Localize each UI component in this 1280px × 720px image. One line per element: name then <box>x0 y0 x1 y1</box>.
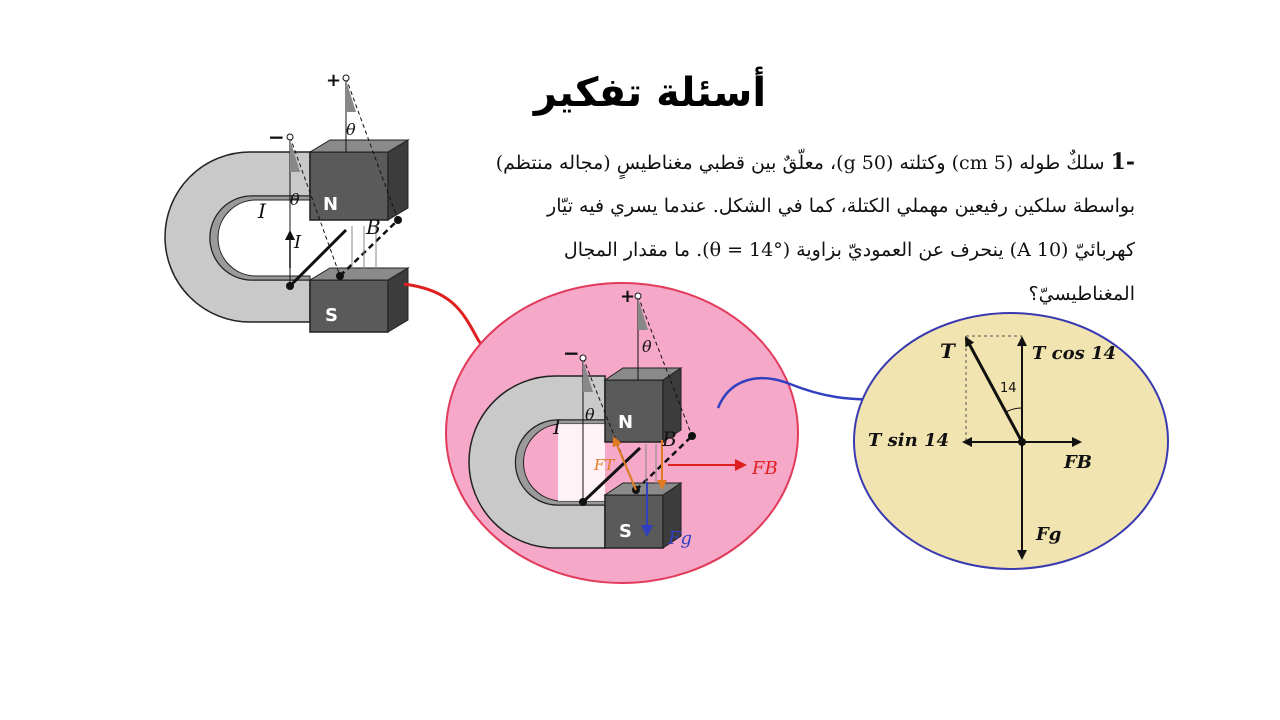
fg-text: Fg <box>1035 524 1061 545</box>
zoomed-north-pole-block <box>603 367 683 443</box>
tension-arrow <box>612 436 637 491</box>
t-cos-text: T cos 14 <box>1032 343 1116 364</box>
fb-text: FB <box>1063 452 1092 473</box>
small-south-label: S <box>325 305 338 326</box>
zoom-theta-label-1: θ <box>642 337 652 356</box>
tension-text: T <box>940 339 957 363</box>
blue-pointer-arrow <box>716 376 891 409</box>
magnet-inner <box>209 195 311 281</box>
zoom-plus-label: + <box>620 286 635 307</box>
magnet-body <box>164 151 311 323</box>
page-title: أسئلة تفكير <box>533 70 767 116</box>
tension-label: FT <box>593 456 615 474</box>
small-current-label-2: I <box>293 232 302 253</box>
north-pole-block <box>308 139 410 221</box>
zoom-minus-label: − <box>563 341 580 365</box>
tension-vector <box>964 336 1024 443</box>
question-line-1: -1 سلكٌ طوله (5 cm) وكتلته (50 g)، معلّق… <box>450 142 1135 186</box>
small-minus-label: − <box>268 125 285 149</box>
small-plus-label: + <box>326 70 341 91</box>
small-theta-label-2: θ <box>290 190 300 209</box>
question-line-4: المغناطيسيّ؟ <box>1028 283 1135 305</box>
magnet-figure-zoomed: + − θ θ N S I B FT FB Fg <box>445 282 799 584</box>
magnetic-force-label: FB <box>751 458 778 479</box>
magnet-figure-small: + − θ θ N S I I B <box>164 70 410 333</box>
question-line-3: كهربائيّ (10 A) ينحرف عن العموديّ بزاوية… <box>563 239 1135 261</box>
zoom-field-label: B <box>661 427 677 451</box>
south-pole-block <box>308 267 410 333</box>
question-number: -1 <box>1110 149 1135 175</box>
gravity-label: Fg <box>667 528 692 549</box>
question-line-1-text: سلكٌ طوله (5 cm) وكتلته (50 g)، معلّقٌ ب… <box>495 152 1105 174</box>
force-diagram: T T cos 14 T sin 14 14 FB Fg <box>853 312 1169 570</box>
angle-text: 14 <box>1000 381 1017 396</box>
small-north-label: N <box>323 194 338 215</box>
question-text: -1 سلكٌ طوله (5 cm) وكتلته (50 g)، معلّق… <box>450 142 1135 318</box>
small-theta-label-1: θ <box>346 120 356 139</box>
zoom-north-label: N <box>618 412 633 433</box>
t-sin-text: T sin 14 <box>868 430 949 451</box>
small-current-label-1: I <box>257 199 267 223</box>
question-line-2: بواسطة سلكين رفيعين مهملي الكتلة، كما في… <box>547 195 1135 217</box>
zoom-theta-label-2: θ <box>585 405 595 424</box>
zoom-south-label: S <box>619 521 632 542</box>
zoom-current-label: I <box>552 415 562 439</box>
small-field-label: B <box>365 215 381 239</box>
